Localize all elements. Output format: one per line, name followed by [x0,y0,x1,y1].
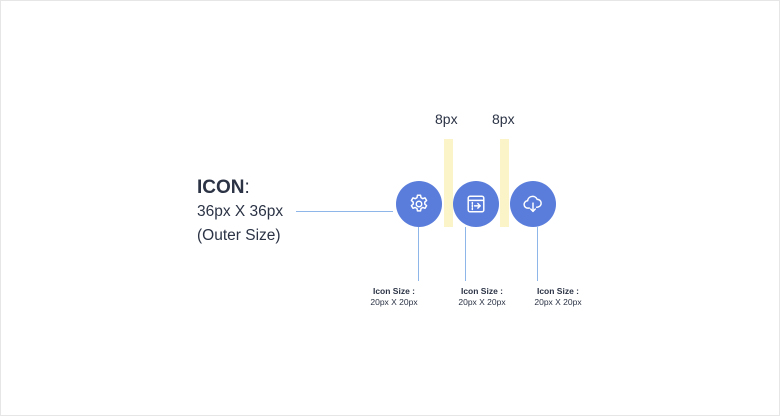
icon-size-label-3: Icon Size : 20px X 20px [518,286,598,308]
icon-spec-title: ICON: [197,177,250,198]
icon-size-title: Icon Size : [460,286,504,296]
spacing-label-2: 8px [492,111,515,127]
spacing-bar-1 [444,139,453,227]
icon-size-title: Icon Size : [372,286,416,296]
icon-size-label-2: Icon Size : 20px X 20px [442,286,522,308]
icon-size-value: 20px X 20px [458,297,506,307]
icon-circle-cloud [510,181,556,227]
icon-circle-window [453,181,499,227]
icon-size-label-1: Icon Size : 20px X 20px [354,286,434,308]
outer-size-connector [296,211,393,212]
icon-size-connector-2 [465,227,466,281]
spacing-label-1: 8px [435,111,458,127]
icon-size-connector-3 [537,227,538,281]
icon-circle-gear [396,181,442,227]
icon-size-value: 20px X 20px [534,297,582,307]
outer-size-note: (Outer Size) [197,227,281,244]
outer-size-value: 36px X 36px [197,203,284,220]
gear-icon [410,194,428,212]
icon-size-value: 20px X 20px [370,297,418,307]
window-arrow-icon [467,195,485,213]
icon-size-title: Icon Size : [536,286,580,296]
spacing-bar-2 [500,139,509,227]
icon-size-connector-1 [418,227,419,281]
cloud-download-icon [523,195,542,213]
